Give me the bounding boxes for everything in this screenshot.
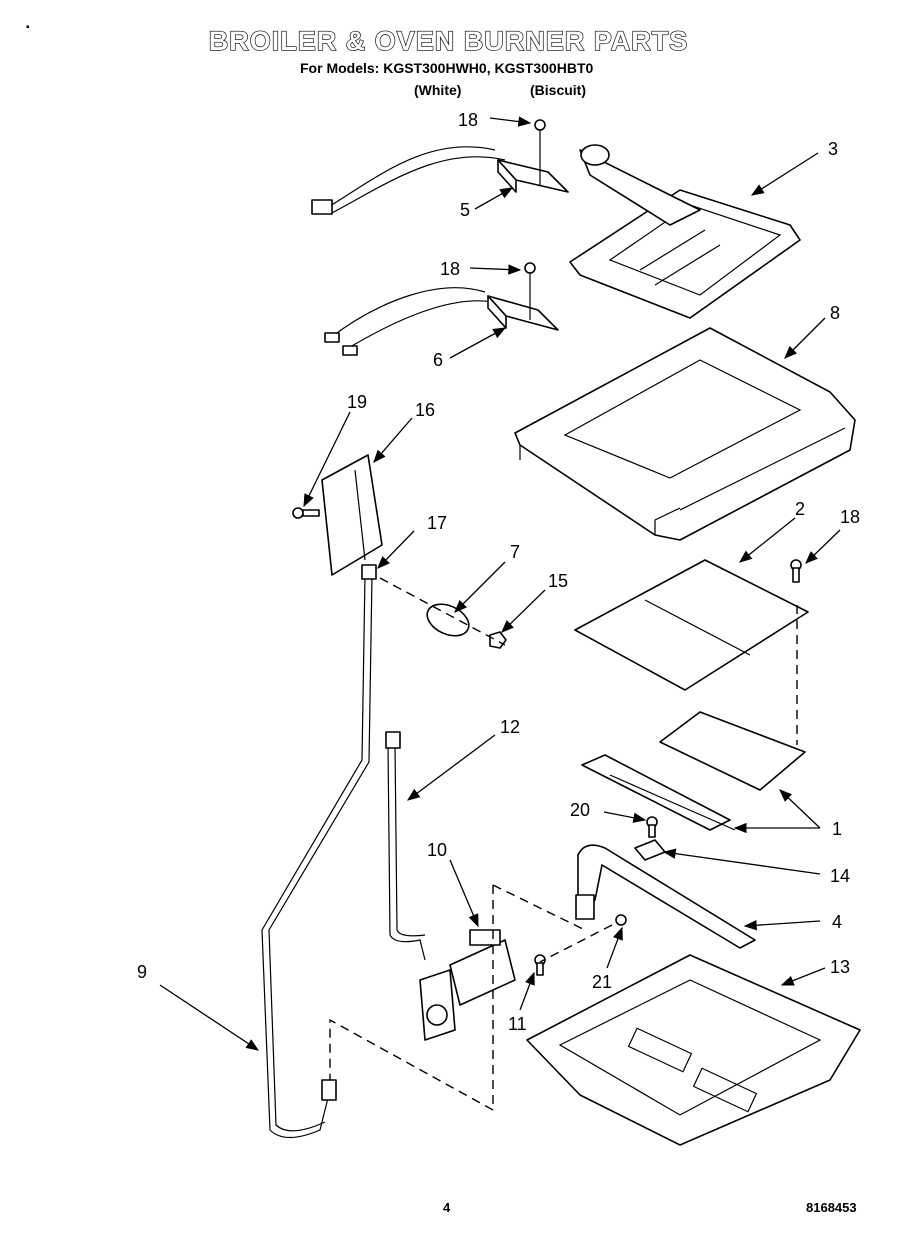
callout-17: 17 (427, 513, 447, 533)
variant-biscuit: (Biscuit) (530, 82, 586, 98)
document-number: 8168453 (806, 1200, 857, 1215)
page-number: 4 (443, 1200, 451, 1215)
part-13-burner-box (526, 954, 861, 1146)
callout-20: 20 (570, 800, 590, 820)
callout-5: 5 (460, 200, 470, 220)
callout-18-right: 18 (840, 507, 860, 527)
part-6-igniter (324, 262, 559, 356)
callout-4: 4 (832, 912, 842, 932)
part-16-bracket (321, 454, 383, 576)
callout-16: 16 (415, 400, 435, 420)
stray-mark: ▪ (26, 22, 30, 33)
assembly-lines (329, 577, 798, 1112)
variant-white: (White) (414, 82, 462, 98)
callout-15: 15 (548, 571, 568, 591)
part-14-clip (634, 839, 666, 861)
callout-3: 3 (828, 139, 838, 159)
part-7-orifice (426, 603, 470, 637)
callout-21: 21 (592, 972, 612, 992)
part-3-broiler-pan (569, 144, 801, 319)
models-line: For Models: KGST300HWH0, KGST300HBT0 (300, 60, 594, 76)
callout-labels: 18 5 3 18 6 8 19 16 17 7 15 2 18 12 1 20… (137, 110, 860, 1034)
callout-7: 7 (510, 542, 520, 562)
leader-lines (159, 116, 841, 1051)
part-2-heat-shield (574, 559, 809, 691)
part-5-igniter (311, 119, 569, 215)
callout-13: 13 (830, 957, 850, 977)
part-4-burner (575, 844, 756, 949)
part-1-brackets (581, 711, 806, 831)
part-8-broiler-drawer (514, 327, 856, 541)
callout-8: 8 (830, 303, 840, 323)
callout-18-top: 18 (458, 110, 478, 130)
callout-19: 19 (347, 392, 367, 412)
callout-12: 12 (500, 717, 520, 737)
callout-11: 11 (508, 1014, 527, 1034)
callout-6: 6 (433, 350, 443, 370)
callout-1: 1 (832, 819, 842, 839)
page-title: BROILER & OVEN BURNER PARTS (208, 25, 689, 56)
callout-2: 2 (795, 499, 805, 519)
part-15-nut (489, 631, 507, 649)
callout-14: 14 (830, 866, 850, 886)
screws (292, 507, 802, 976)
part-9-gas-line (261, 564, 377, 1139)
part-10-valve (419, 929, 516, 1041)
callout-18-mid: 18 (440, 259, 460, 279)
part-12-tube (385, 731, 426, 961)
callout-9: 9 (137, 962, 147, 982)
callout-10: 10 (427, 840, 447, 860)
